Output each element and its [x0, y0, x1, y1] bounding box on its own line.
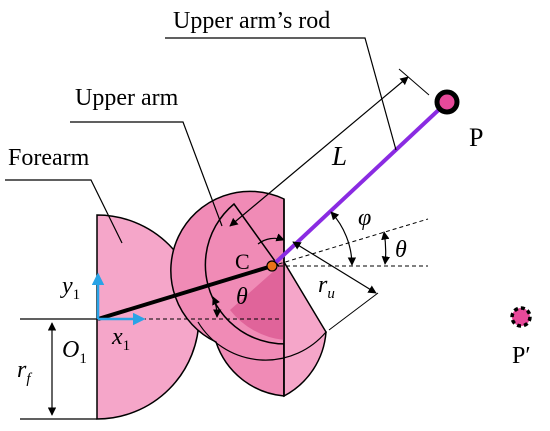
- upper-arm-rod: [271, 101, 448, 267]
- joint-c-marker: [266, 260, 278, 272]
- point-p-prime-label: P′: [512, 343, 531, 369]
- ru-label: ru: [318, 272, 335, 302]
- point-c-label: C: [235, 249, 250, 274]
- point-p-label: P: [469, 123, 483, 152]
- upper-arm-label-leader: [70, 121, 223, 227]
- y1-label: y1: [60, 273, 80, 303]
- joint-c-arc: [257, 233, 285, 245]
- ru-dim-ext: [328, 292, 379, 331]
- rod-label: Upper arm’s rod: [173, 8, 330, 34]
- forearm-label: Forearm: [8, 145, 90, 171]
- rod-label-leader: [165, 37, 397, 151]
- theta-upper-arc: [381, 231, 391, 265]
- o1-label: O1: [62, 337, 87, 367]
- theta-top-label: θ: [395, 237, 407, 263]
- ru-dim-line: [292, 241, 377, 294]
- forearm-link: [97, 264, 273, 321]
- length-dim-ext-top: [398, 68, 430, 96]
- upper-arm-label: Upper arm: [75, 85, 179, 111]
- forearm-label-leader: [5, 179, 123, 244]
- upper-arm-overlap: [230, 262, 284, 340]
- point-p-prime-marker: [510, 306, 532, 328]
- phi-label: φ: [358, 205, 371, 231]
- x1-label: x1: [111, 324, 130, 354]
- length-dim-line: [229, 76, 409, 227]
- upper-arm-lower-arc: [197, 321, 327, 361]
- length-label: L: [331, 141, 347, 171]
- theta-bottom-label: θ: [236, 284, 248, 310]
- theta-ref-line: [271, 218, 429, 267]
- phi-arc: [330, 211, 357, 266]
- rf-label: rf: [17, 357, 32, 387]
- upper-arm-right-wedge: [283, 259, 327, 398]
- theta-lower-arc: [212, 296, 222, 318]
- point-p-marker: [434, 89, 460, 115]
